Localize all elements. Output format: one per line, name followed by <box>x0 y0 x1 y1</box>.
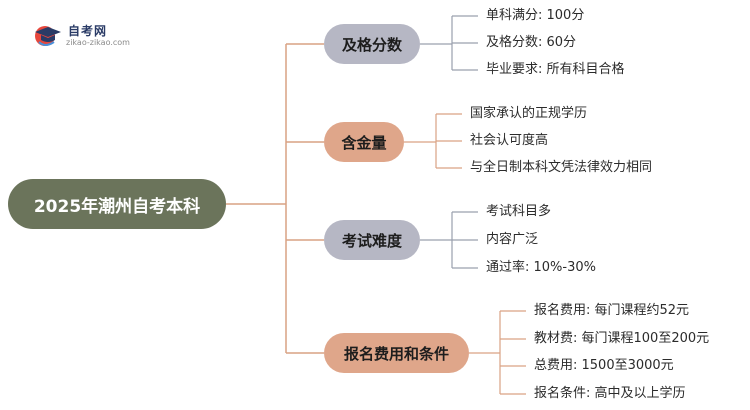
leaf-item: 报名费用: 每门课程约52元 <box>534 303 690 318</box>
branch-node-passing-score: 及格分数 <box>324 24 420 64</box>
logo-title: 自考网 <box>68 24 108 38</box>
leaf-item: 国家承认的正规学历 <box>470 106 588 121</box>
connector-leaves-1 <box>420 15 478 71</box>
leaf-item: 内容广泛 <box>486 232 539 247</box>
branch-node-fees-conditions: 报名费用和条件 <box>324 333 469 373</box>
logo-url: zikao-zikao.com <box>66 38 130 47</box>
leaf-item: 报名条件: 高中及以上学历 <box>534 386 686 401</box>
leaf-item: 通过率: 10%-30% <box>486 260 596 275</box>
root-node: 2025年潮州自考本科 <box>8 179 226 229</box>
leaf-item: 毕业要求: 所有科目合格 <box>486 62 625 77</box>
leaf-item: 与全日制本科文凭法律效力相同 <box>470 160 653 175</box>
branch-node-difficulty: 考试难度 <box>324 220 420 260</box>
leaf-item: 总费用: 1500至3000元 <box>534 358 674 373</box>
connector-leaves-3 <box>420 211 478 269</box>
branch-node-value: 含金量 <box>324 122 404 162</box>
connector-root <box>226 44 287 353</box>
leaf-item: 教材费: 每门课程100至200元 <box>534 331 710 346</box>
leaf-item: 及格分数: 60分 <box>486 35 577 50</box>
graduation-cap-icon <box>35 26 61 46</box>
leaf-item: 单科满分: 100分 <box>486 8 585 23</box>
connector-leaves-4 <box>469 310 526 395</box>
leaf-item: 社会认可度高 <box>470 133 549 148</box>
leaf-item: 考试科目多 <box>486 204 552 219</box>
site-logo[interactable]: 自考网 zikao-zikao.com <box>32 20 142 50</box>
connector-leaves-2 <box>404 113 462 169</box>
